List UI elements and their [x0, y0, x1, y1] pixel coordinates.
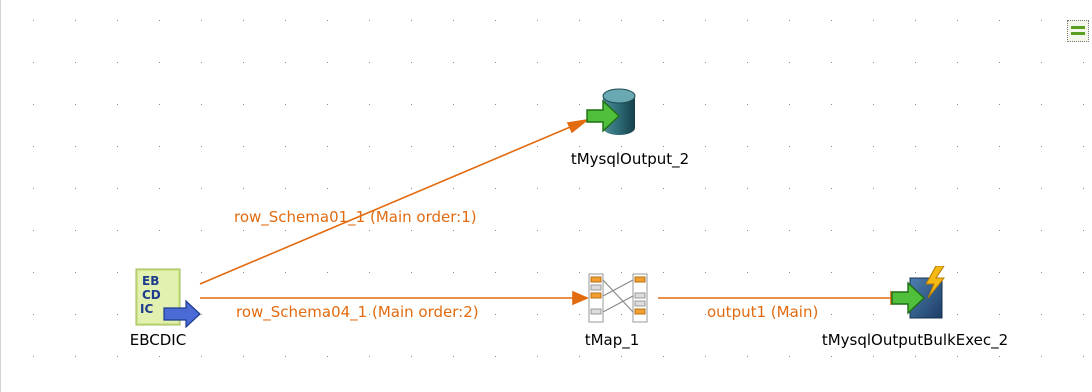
svg-text:EB: EB: [142, 274, 159, 288]
component-mysql-output-label: tMysqlOutput_2: [570, 150, 690, 168]
palette-toggle-icon: [1071, 26, 1085, 35]
connection-output-label[interactable]: output1 (Main): [707, 303, 819, 321]
component-ebcdic-label: EBCDIC: [129, 331, 187, 349]
svg-text:CD: CD: [142, 288, 161, 302]
tmap-icon: [588, 273, 648, 323]
palette-toggle-button[interactable]: [1067, 20, 1089, 42]
mysql-bulk-exec-icon: [891, 266, 946, 319]
ebcdic-input-icon: EB CD IC: [135, 268, 201, 328]
component-mysql-output[interactable]: [585, 88, 645, 140]
mysql-output-icon: [586, 88, 636, 135]
svg-text:IC: IC: [140, 302, 153, 316]
component-tmap[interactable]: [587, 272, 655, 326]
component-bulk-exec-label: tMysqlOutputBulkExec_2: [821, 331, 1009, 349]
component-tmap-label: tMap_1: [584, 331, 640, 349]
component-ebcdic[interactable]: EB CD IC: [134, 268, 204, 328]
component-bulk-exec[interactable]: [890, 266, 952, 324]
connection-row2-label[interactable]: row_Schema04_1 (Main order:2): [236, 303, 479, 321]
connection-row1-label[interactable]: row_Schema01_1 (Main order:1): [234, 208, 477, 226]
